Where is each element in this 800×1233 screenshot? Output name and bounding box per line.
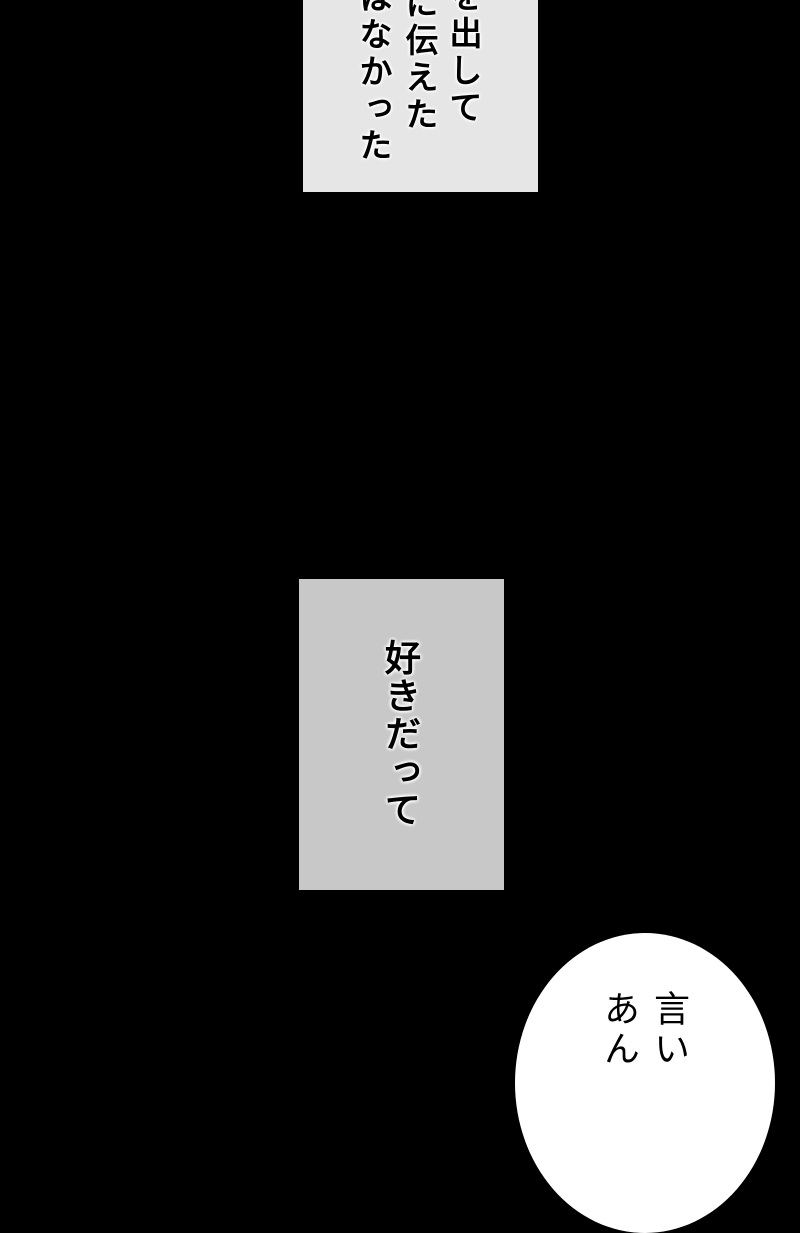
caption-line-1: を出して bbox=[444, 0, 483, 127]
bubble-line-1: 言い bbox=[648, 990, 689, 1070]
caption-line-2: に伝えた bbox=[400, 0, 439, 134]
caption-box-top: を出して に伝えた はなかった bbox=[303, 0, 538, 192]
caption-line-3: はなかった bbox=[354, 0, 393, 165]
caption-text: 好きだって bbox=[379, 639, 420, 829]
caption-box-middle: 好きだって bbox=[299, 579, 504, 890]
bubble-line-2: あん bbox=[598, 990, 639, 1070]
speech-bubble: 言い あん bbox=[515, 933, 775, 1233]
